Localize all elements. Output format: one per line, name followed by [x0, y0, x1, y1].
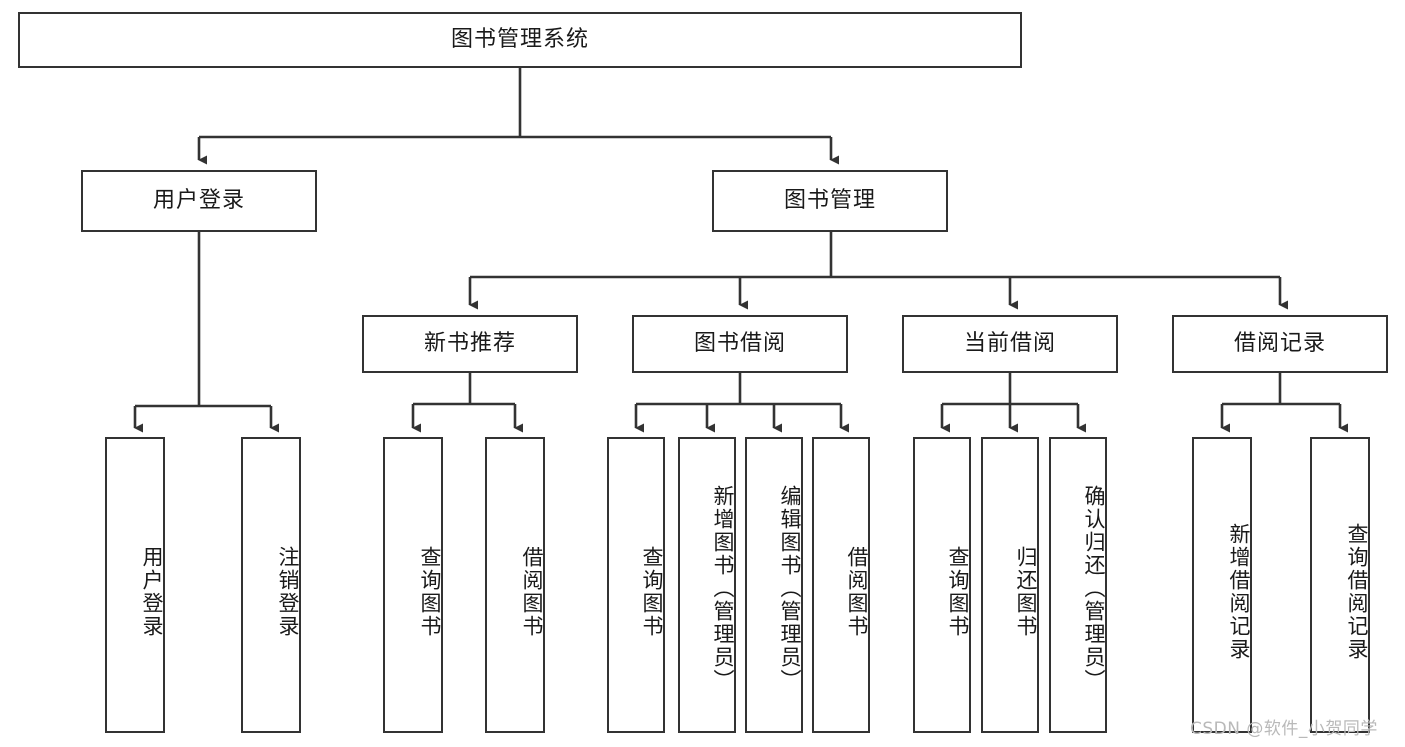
- leaf-edit-book-admin[interactable]: 编辑图书（管理员）: [745, 437, 803, 733]
- node-borrow-record[interactable]: 借阅记录: [1172, 315, 1388, 373]
- node-label: 确认归还（管理员）: [1082, 484, 1106, 692]
- node-label: 用户登录: [140, 546, 164, 638]
- leaf-logout-login[interactable]: 注销登录: [241, 437, 301, 733]
- node-label: 新增借阅记录: [1227, 523, 1251, 661]
- node-label: 查询图书: [418, 546, 442, 638]
- leaf-query-borrow-record[interactable]: 查询借阅记录: [1310, 437, 1370, 733]
- node-label: 图书管理: [783, 188, 876, 214]
- leaf-user-login[interactable]: 用户登录: [105, 437, 165, 733]
- leaf-query-book-current[interactable]: 查询图书: [913, 437, 971, 733]
- node-label: 借阅图书: [845, 546, 869, 638]
- csdn-watermark: CSDN @软件_小贺同学: [1190, 719, 1378, 739]
- leaf-confirm-return-admin[interactable]: 确认归还（管理员）: [1049, 437, 1107, 733]
- node-label: 图书借阅: [693, 331, 786, 357]
- node-label: 编辑图书（管理员）: [778, 484, 802, 692]
- node-label: 注销登录: [276, 546, 300, 638]
- leaf-add-borrow-record[interactable]: 新增借阅记录: [1192, 437, 1252, 733]
- leaf-add-book-admin[interactable]: 新增图书（管理员）: [678, 437, 736, 733]
- node-current-borrow[interactable]: 当前借阅: [902, 315, 1118, 373]
- node-label: 归还图书: [1014, 546, 1038, 638]
- leaf-borrow-book[interactable]: 借阅图书: [812, 437, 870, 733]
- node-label: 查询图书: [946, 546, 970, 638]
- node-user-login[interactable]: 用户登录: [81, 170, 317, 232]
- node-root-system[interactable]: 图书管理系统: [18, 12, 1022, 68]
- node-label: 用户登录: [152, 188, 245, 214]
- node-label: 借阅图书: [520, 546, 544, 638]
- node-new-book-recommend[interactable]: 新书推荐: [362, 315, 578, 373]
- node-label: 查询借阅记录: [1345, 523, 1369, 661]
- node-label: 图书管理系统: [450, 27, 589, 53]
- leaf-query-book-borrow[interactable]: 查询图书: [607, 437, 665, 733]
- node-label: 当前借阅: [963, 331, 1056, 357]
- leaf-borrow-book-recommend[interactable]: 借阅图书: [485, 437, 545, 733]
- node-book-borrow[interactable]: 图书借阅: [632, 315, 848, 373]
- leaf-return-book[interactable]: 归还图书: [981, 437, 1039, 733]
- node-label: 新增图书（管理员）: [711, 484, 735, 692]
- node-book-management[interactable]: 图书管理: [712, 170, 948, 232]
- node-label: 查询图书: [640, 546, 664, 638]
- leaf-query-book-recommend[interactable]: 查询图书: [383, 437, 443, 733]
- node-label: 新书推荐: [423, 331, 516, 357]
- node-label: 借阅记录: [1233, 331, 1326, 357]
